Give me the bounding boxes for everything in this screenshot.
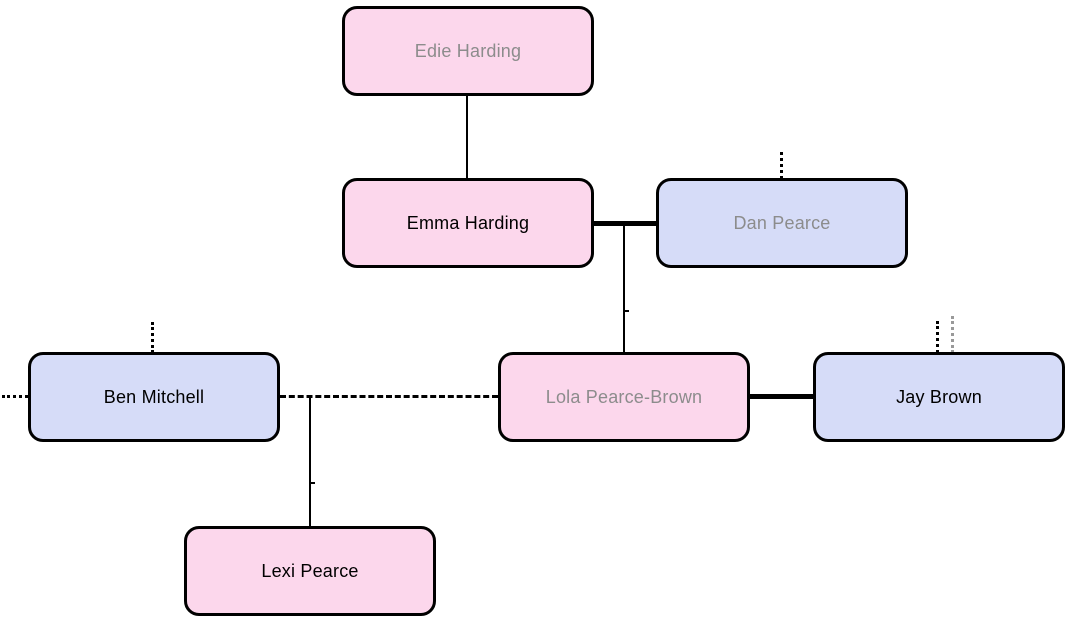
person-box-ben-mitchell[interactable]: Ben Mitchell bbox=[28, 352, 280, 442]
person-box-jay-brown[interactable]: Jay Brown bbox=[813, 352, 1065, 442]
connector-partnership-ben-lola-dashed bbox=[280, 395, 498, 398]
continuation-stub-above-ben bbox=[151, 322, 154, 353]
continuation-stub-left-of-ben bbox=[2, 395, 28, 398]
person-box-emma-harding[interactable]: Emma Harding bbox=[342, 178, 594, 268]
person-box-dan-pearce[interactable]: Dan Pearce bbox=[656, 178, 908, 268]
person-name: Jay Brown bbox=[896, 386, 982, 407]
connector-edie-to-emma bbox=[466, 96, 468, 178]
connector-tick bbox=[625, 310, 629, 312]
person-box-lola-pearce-brown[interactable]: Lola Pearce-Brown bbox=[498, 352, 750, 442]
continuation-stub-above-dan bbox=[780, 152, 783, 179]
person-box-lexi-pearce[interactable]: Lexi Pearce bbox=[184, 526, 436, 616]
continuation-stub-above-jay-gray bbox=[951, 316, 954, 353]
connector-union-to-lola bbox=[623, 226, 625, 352]
person-name: Dan Pearce bbox=[733, 212, 831, 233]
person-name: Ben Mitchell bbox=[103, 386, 205, 407]
person-name: Emma Harding bbox=[406, 212, 530, 233]
person-name: Lola Pearce-Brown bbox=[545, 386, 703, 407]
person-name: Edie Harding bbox=[414, 40, 522, 61]
connector-partnership-lola-jay bbox=[750, 394, 813, 399]
connector-tick bbox=[311, 482, 315, 484]
connector-partnership-emma-dan bbox=[593, 221, 656, 226]
person-name: Lexi Pearce bbox=[261, 560, 359, 581]
continuation-stub-above-jay-black bbox=[936, 321, 939, 353]
connector-union-to-lexi bbox=[309, 397, 311, 526]
person-box-edie-harding[interactable]: Edie Harding bbox=[342, 6, 594, 96]
